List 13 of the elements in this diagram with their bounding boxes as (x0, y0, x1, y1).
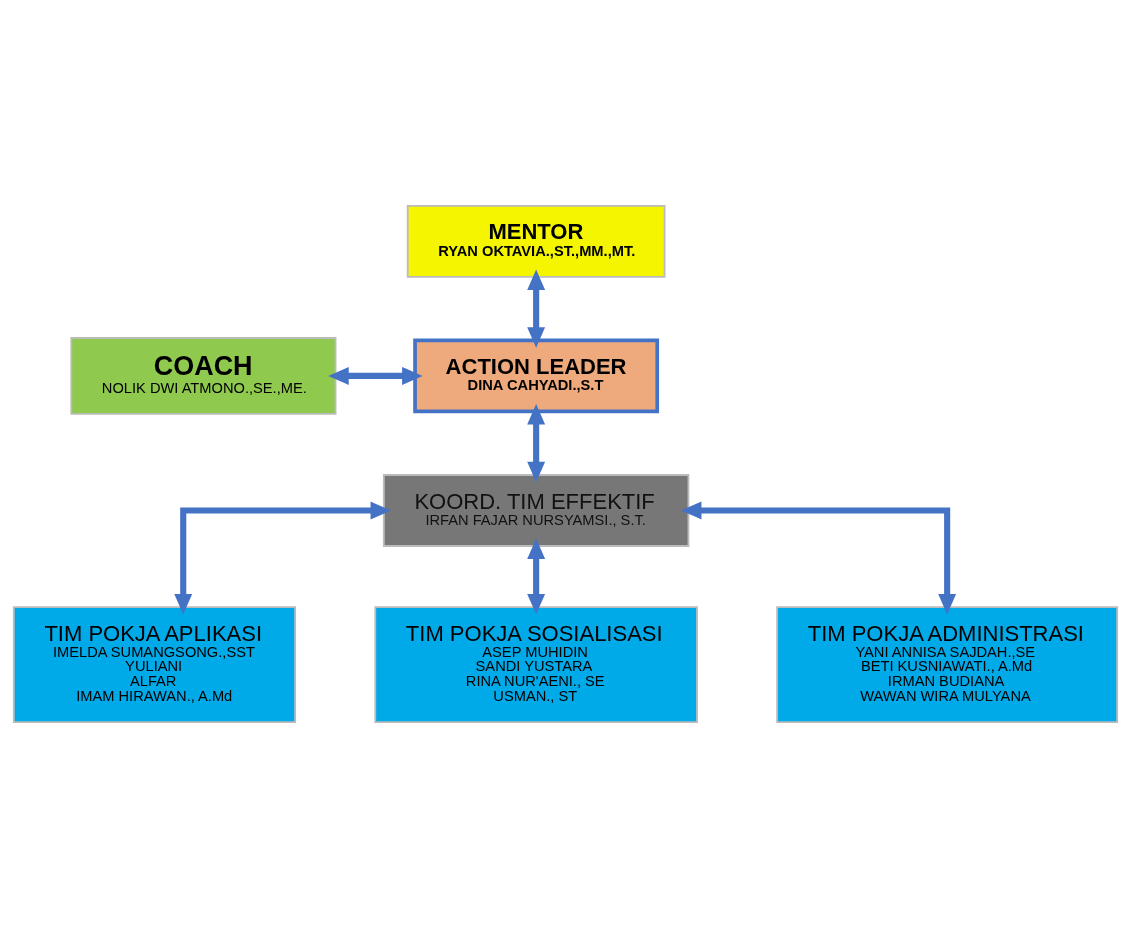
node-box: TIM POKJA APLIKASI IMELDA SUMANGSONG.,SST YULIANI ALFAR IMAM HIRAWAN., A.Md (12, 605, 297, 723)
node-box: MENTOR RYAN OKTAVIA.,ST.,MM.,MT. (406, 204, 666, 278)
node-box: ACTION LEADER DINA CAHYADI.,S.T (413, 338, 660, 413)
arrow (527, 538, 546, 614)
node-box: COACH NOLIK DWI ATMONO.,SE.,ME. (70, 336, 337, 415)
arrow (527, 268, 546, 348)
node-box: TIM POKJA ADMINISTRASI YANI ANNISA SAJDAH.,SE BETI KUSNIAWATI., A.Md IRMAN BUDIANA WAWAN WIRA MULYANA (776, 605, 1119, 723)
node-box: TIM POKJA SOSIALISASI ASEP MUHIDIN SANDI YUSTARA RINA NUR'AENI., SE USMAN., ST (374, 605, 698, 723)
node-box: KOORD. TIM EFFEKTIF IRFAN FAJAR NURSYAMSI., S.T. (382, 473, 690, 547)
arrow (681, 501, 957, 614)
arrow (174, 501, 392, 614)
arrow (527, 403, 546, 482)
arrow (328, 366, 423, 385)
